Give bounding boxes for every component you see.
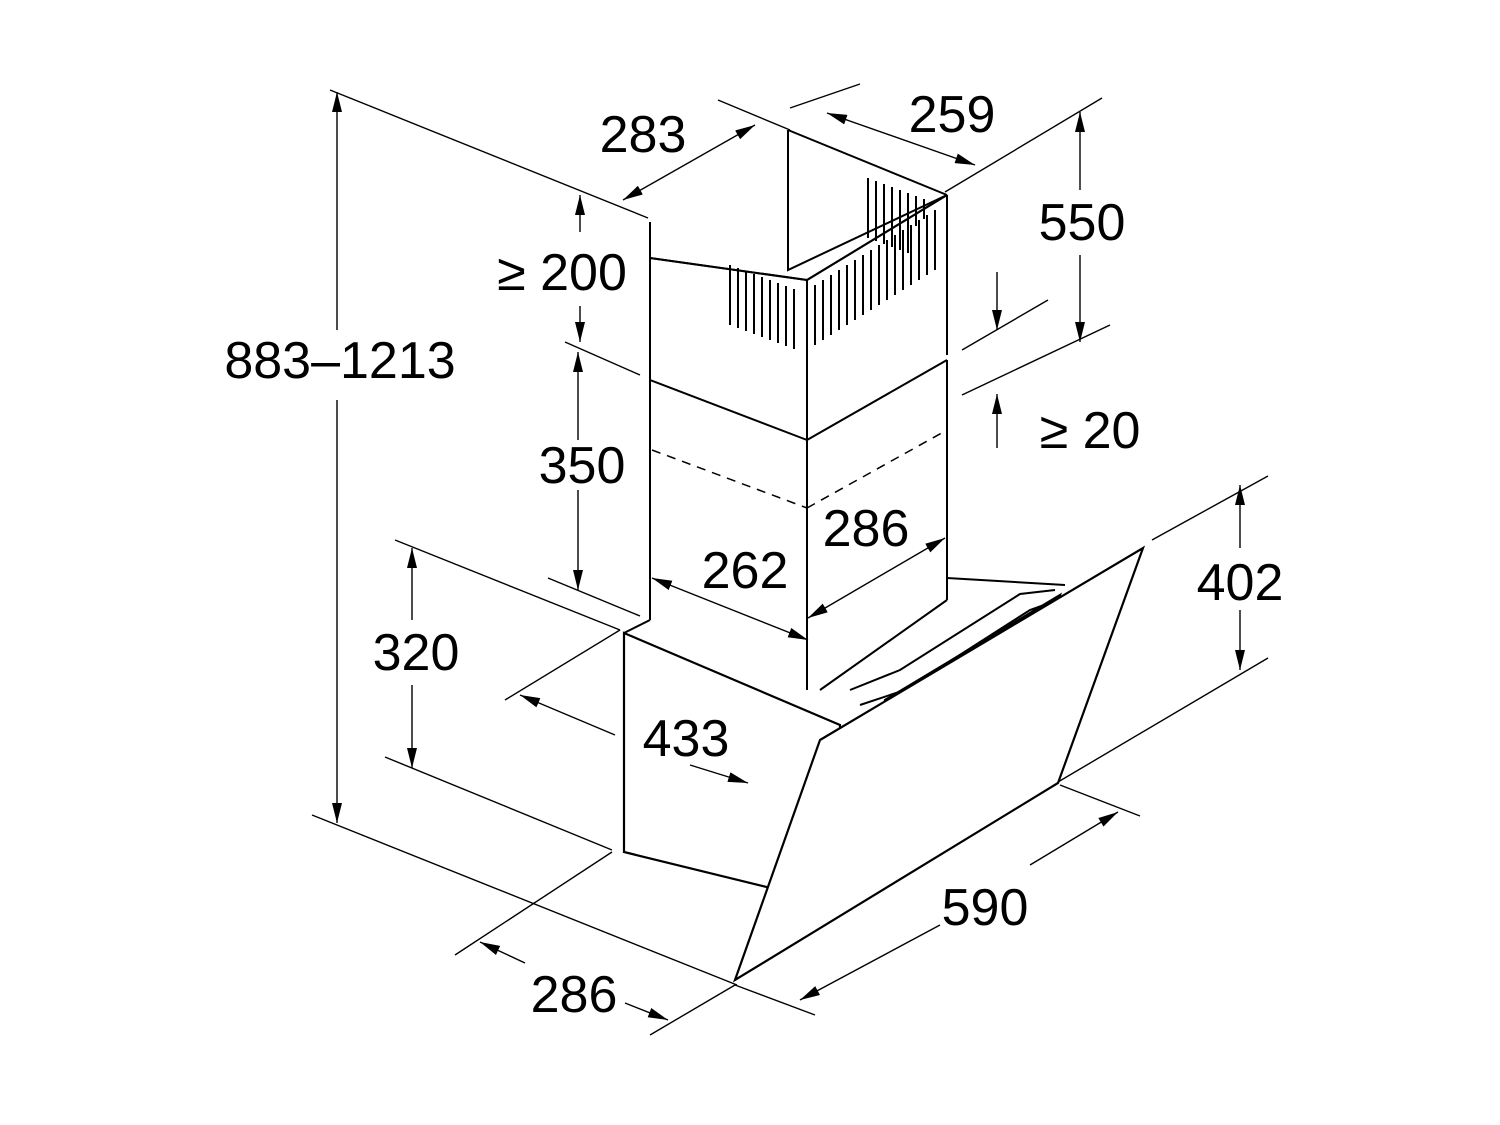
ceiling-gap-label: ≥ 200 [497,244,627,302]
chimney-top-depth-label: 283 [600,106,687,164]
total-height-label: 883–1213 [224,332,455,390]
upper-chimney [649,129,948,690]
hood-body [622,545,1146,983]
upper-chimney-height-label: 550 [1039,194,1126,252]
hood-height-label: 402 [1197,554,1284,612]
body-depth-label: 433 [643,710,730,768]
base-depth-label: 286 [531,966,618,1024]
chimney-width-label: 262 [702,542,789,600]
vent-slots [729,178,936,349]
body-height-label: 320 [373,624,460,682]
dimension-arrows [332,92,1245,1021]
dimension-labels: 883–1213 283 259 ≥ 200 550 ≥ 20 350 262 … [224,86,1283,1024]
chimney-top-width-label: 259 [909,86,996,144]
hood-width-label: 590 [942,879,1029,937]
chimney-depth-label: 286 [823,500,910,558]
overlap-label: ≥ 20 [1040,402,1141,460]
lower-chimney-height-label: 350 [539,437,626,495]
